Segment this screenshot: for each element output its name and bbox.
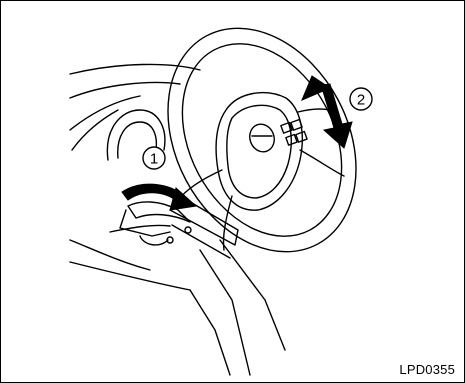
- steering-wheel-rim: [131, 0, 394, 285]
- callout-1-number: 1: [150, 151, 158, 168]
- callout-1: 1: [143, 147, 165, 169]
- callout-2-number: 2: [357, 92, 365, 109]
- dashboard-outline: [70, 64, 200, 74]
- emblem: [246, 121, 278, 156]
- callout-2: 2: [350, 88, 372, 110]
- lever-release-arrow: [122, 184, 196, 210]
- figure-code: LPD0355: [399, 362, 455, 377]
